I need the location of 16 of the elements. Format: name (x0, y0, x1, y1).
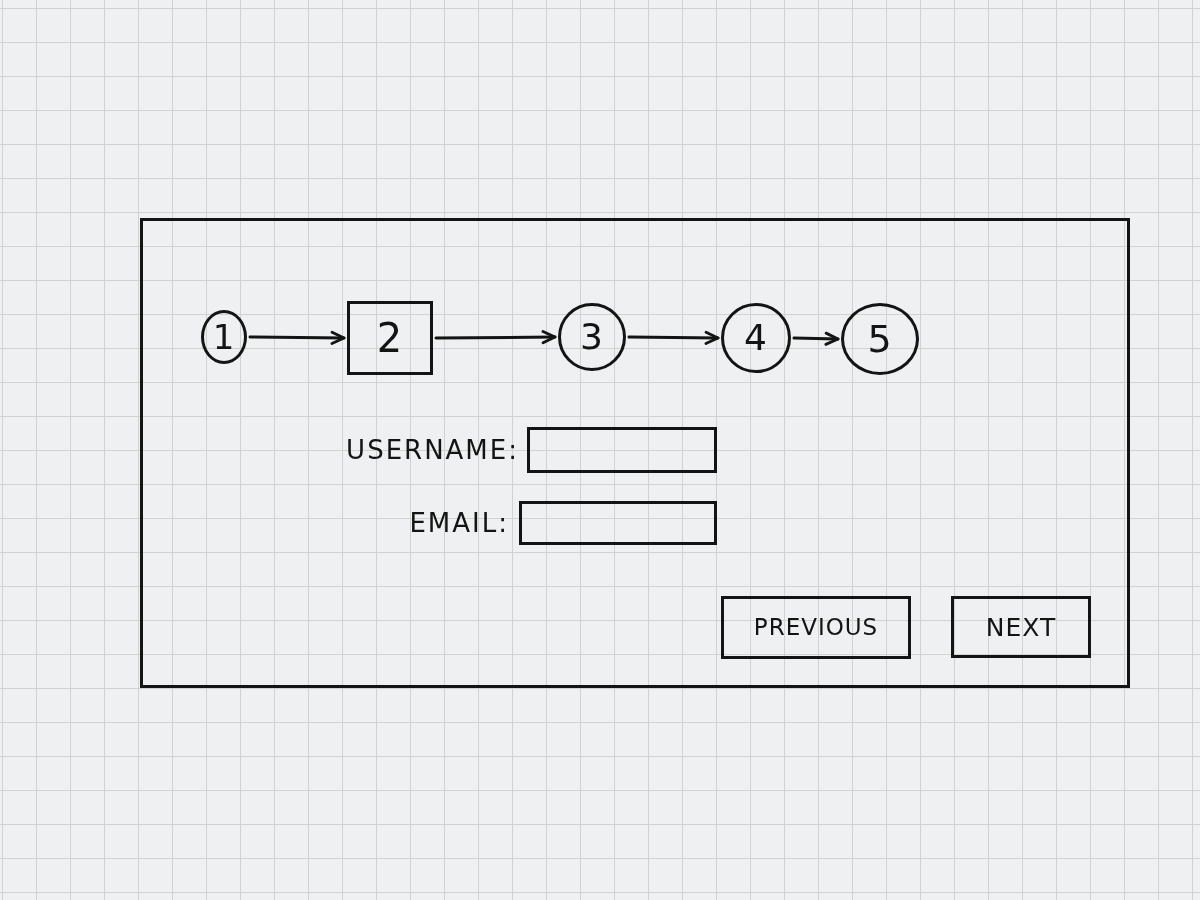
current-step-box: 2 (347, 301, 433, 375)
step-circle: 1 (201, 310, 247, 364)
step-circle: 5 (841, 303, 919, 375)
previous-button: PREVIOUS (721, 596, 911, 659)
arrow (627, 330, 720, 345)
arrow (434, 330, 557, 345)
step-circle: 3 (558, 303, 626, 371)
input-field (519, 501, 717, 545)
arrow (248, 330, 346, 345)
arrow (792, 331, 840, 346)
input-field (527, 427, 717, 473)
field-label: USERNAME: (346, 434, 519, 467)
step-circle: 4 (721, 303, 791, 373)
next-button: NEXT (951, 596, 1091, 658)
field-label: EMAIL: (409, 507, 509, 540)
wizard-panel (140, 218, 1130, 688)
